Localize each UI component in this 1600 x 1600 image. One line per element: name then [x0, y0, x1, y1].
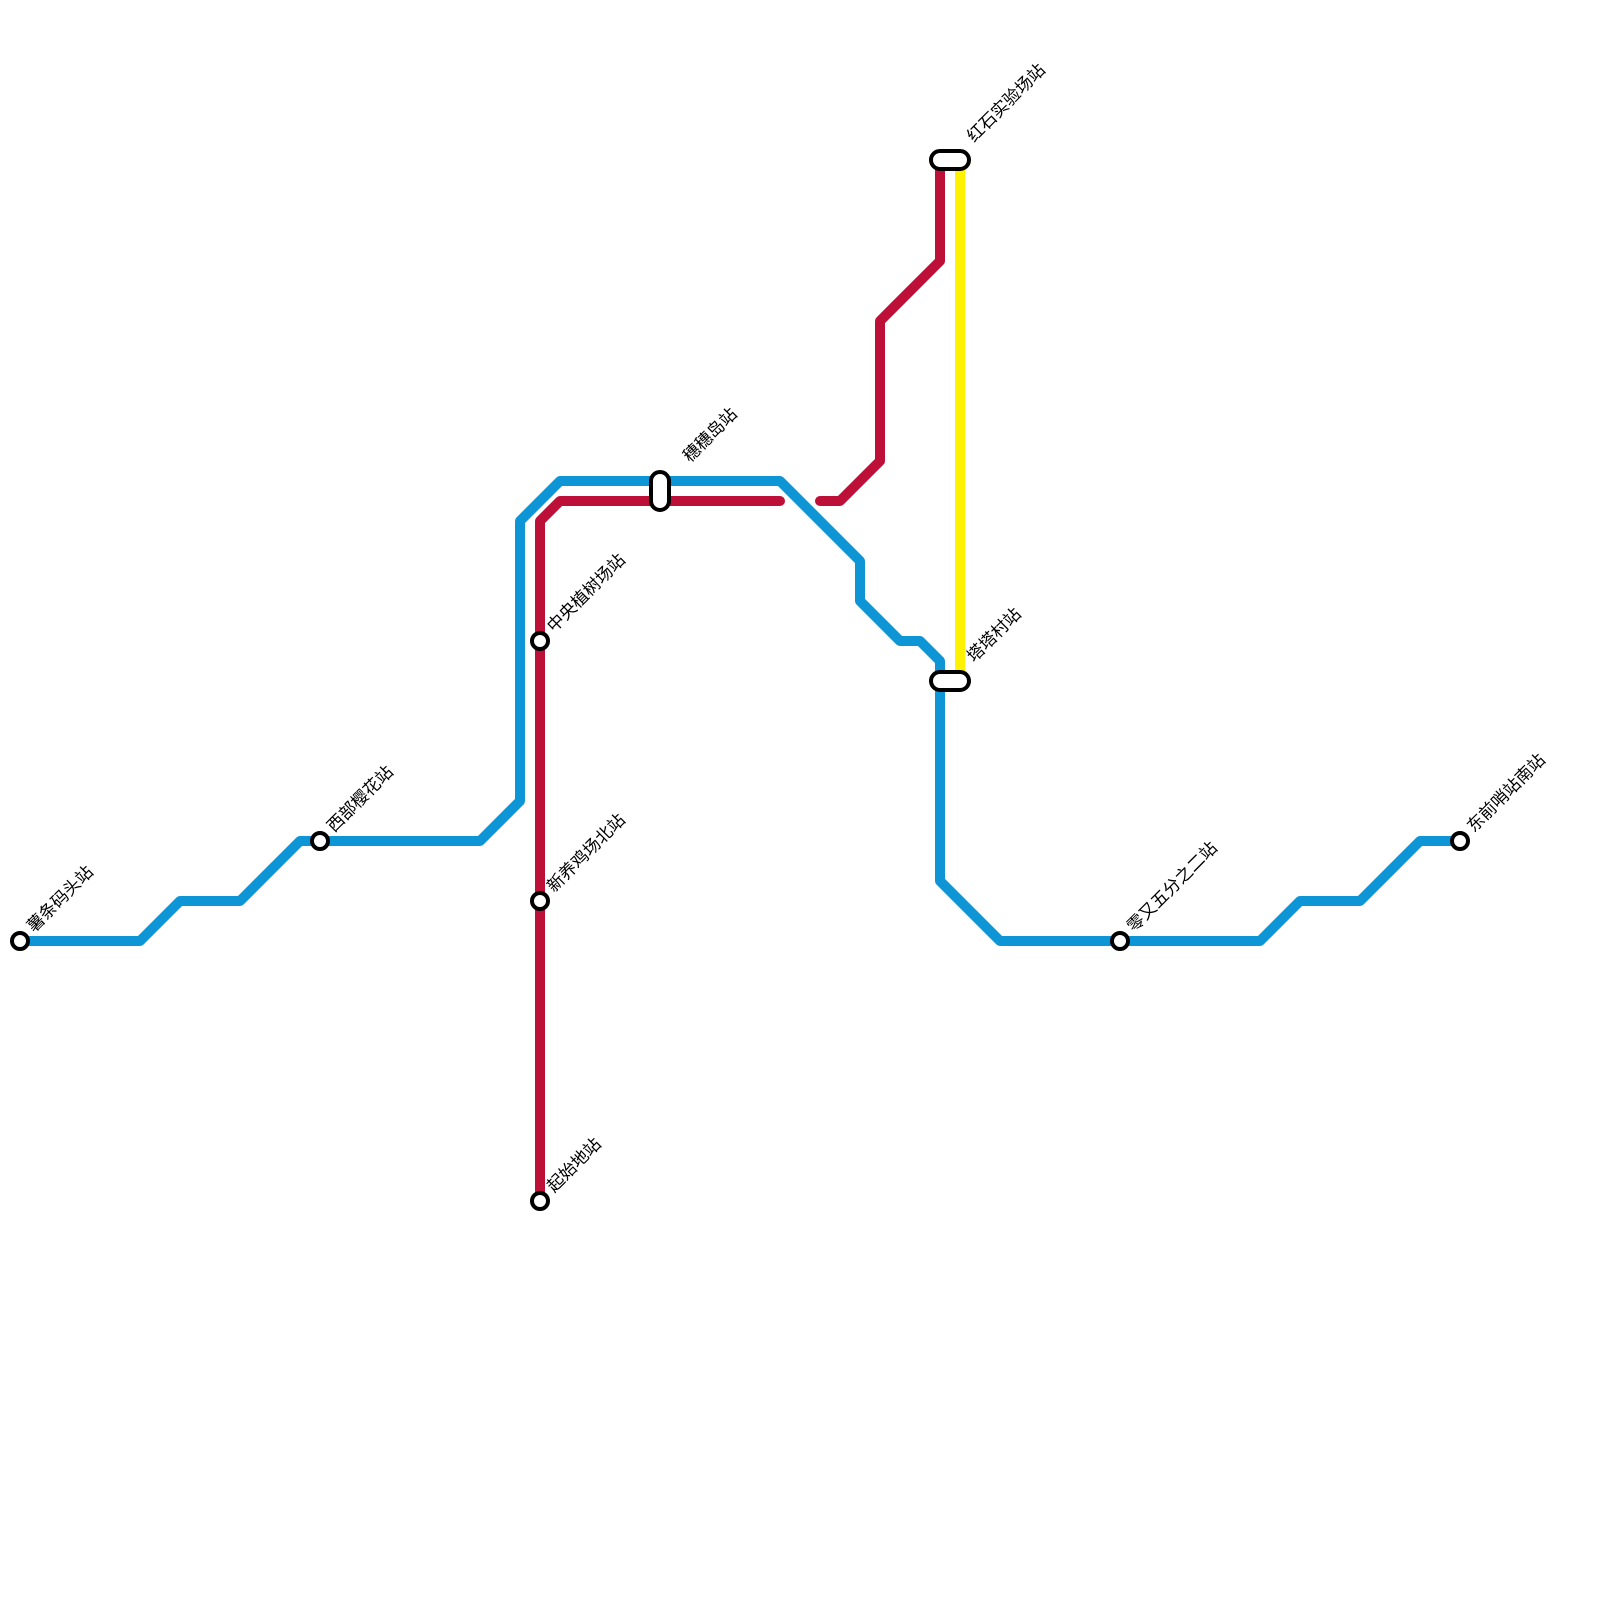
station-label-zhongyang: 中央植树场站 — [543, 550, 629, 636]
station-marker-dongqian[interactable] — [1450, 831, 1470, 851]
route-lines — [15, 156, 1465, 1206]
station-label-dongqian: 东前哨站南站 — [1463, 750, 1549, 836]
station-marker-suisui[interactable] — [649, 470, 671, 512]
station-label-xibu: 西部樱花站 — [323, 762, 397, 836]
station-marker-lingyou[interactable] — [1110, 931, 1130, 951]
station-label-shutiao: 薯条码头站 — [23, 862, 97, 936]
red-line-east — [815, 156, 945, 506]
blue-line — [15, 476, 1465, 946]
station-label-suisui: 穗穗岛站 — [679, 404, 741, 466]
station-marker-xibu[interactable] — [310, 831, 330, 851]
station-marker-hongshi[interactable] — [929, 149, 971, 171]
station-label-hongshi: 红石实验场站 — [963, 60, 1049, 146]
station-label-qishi: 起始地站 — [543, 1134, 605, 1196]
station-label-tata: 塔塔村站 — [963, 604, 1025, 666]
station-marker-zhongyang[interactable] — [530, 631, 550, 651]
station-marker-tata[interactable] — [929, 670, 971, 692]
station-marker-xinyang[interactable] — [530, 891, 550, 911]
station-labels: 薯条码头站 西部樱花站 中央植树场站 新养鸡场北站 起始地站 穗穗岛站 红石实验… — [23, 60, 1549, 1196]
station-label-lingyou: 零又五分之二站 — [1123, 838, 1221, 936]
station-marker-shutiao[interactable] — [10, 931, 30, 951]
station-marker-qishi[interactable] — [530, 1191, 550, 1211]
station-label-xinyang: 新养鸡场北站 — [543, 810, 629, 896]
station-markers — [10, 149, 1470, 1211]
